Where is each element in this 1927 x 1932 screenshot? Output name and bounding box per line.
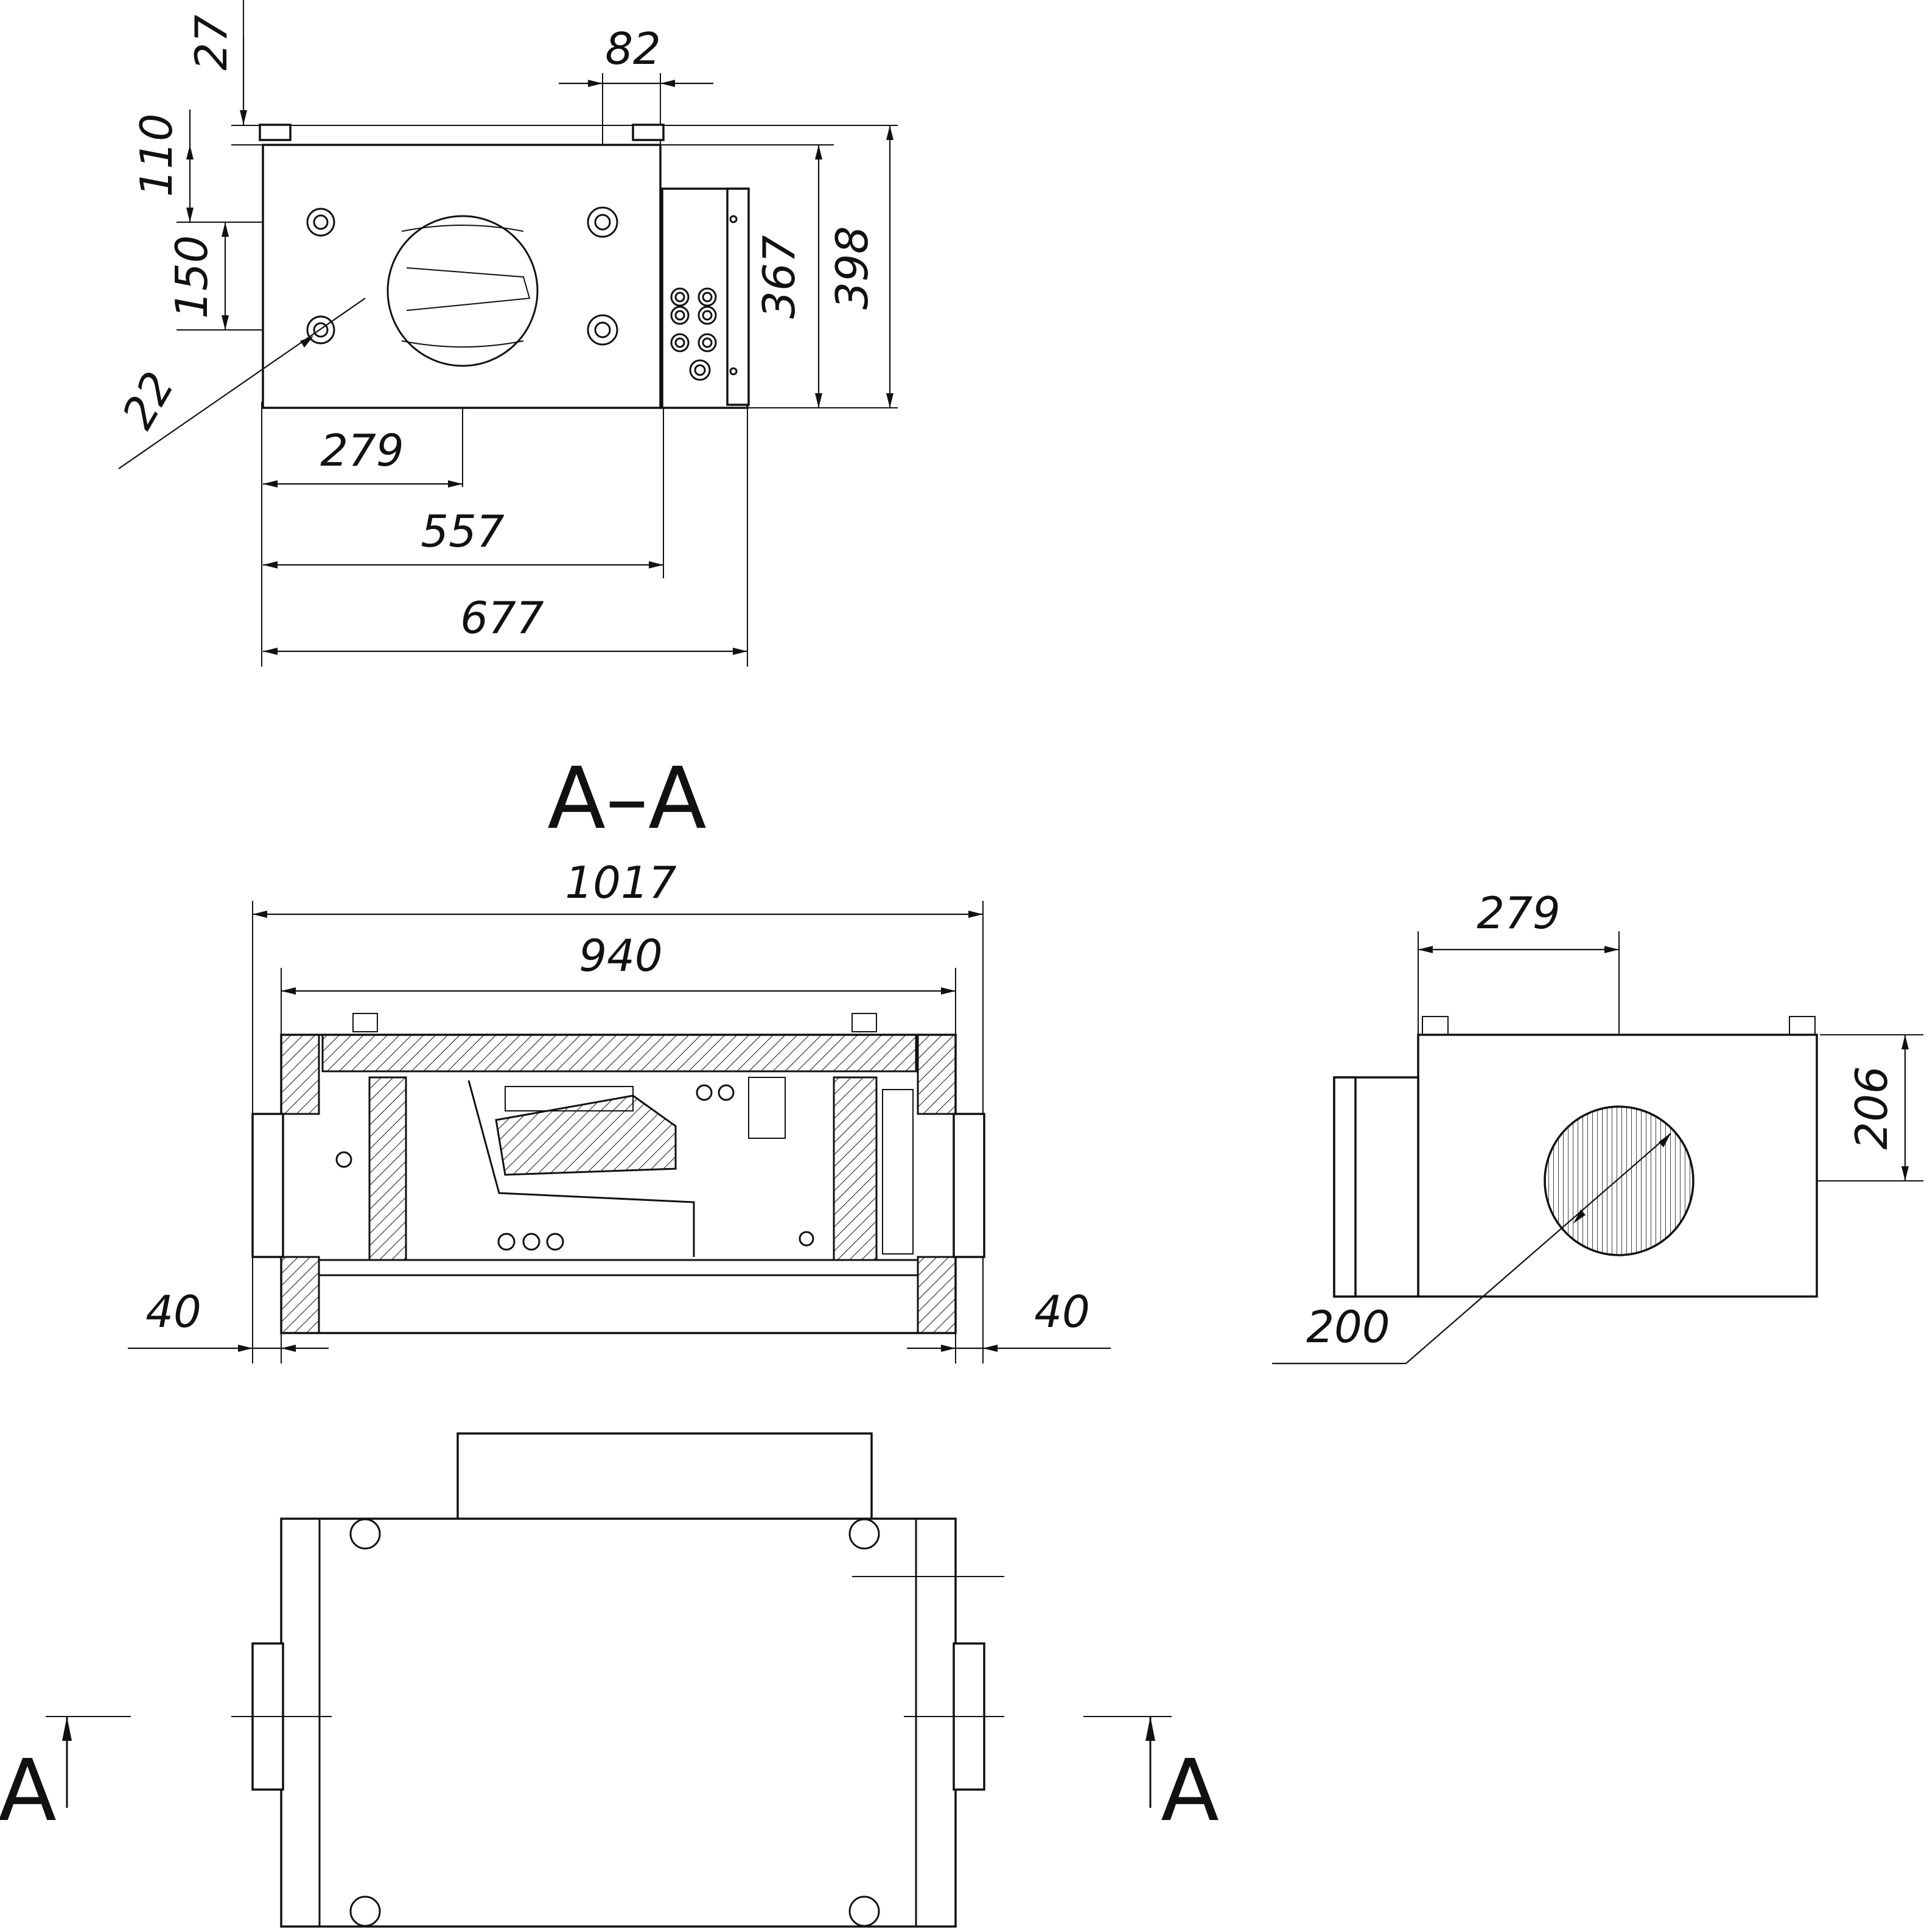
dim-279-top: 279 — [320, 425, 404, 476]
cable-glands — [670, 287, 717, 381]
insulation-right — [917, 1034, 957, 1115]
heat-exchanger — [833, 1076, 878, 1261]
mounting-studs — [306, 206, 618, 346]
dim-82: 82 — [605, 23, 661, 74]
dim-206: 206 — [1846, 1066, 1897, 1149]
dim-40-left: 40 — [145, 1286, 201, 1337]
cut-marker-right: A — [1161, 1741, 1219, 1841]
insulation-top — [321, 1034, 917, 1073]
dim-40-right: 40 — [1034, 1286, 1090, 1337]
insulation-left — [280, 1034, 320, 1115]
dim-110: 110 — [131, 113, 182, 197]
dim-677: 677 — [460, 592, 544, 643]
section-title: A–A — [547, 749, 707, 849]
dim-557: 557 — [421, 506, 505, 557]
insulation-right-bottom — [917, 1256, 957, 1334]
top-view: 27 82 110 150 22 367 398 279 557 677 — [112, 0, 898, 667]
dim-22: 22 — [112, 363, 184, 437]
dim-398: 398 — [827, 226, 878, 309]
dim-367: 367 — [754, 235, 805, 319]
dim-940: 940 — [579, 930, 662, 981]
duct-opening — [386, 215, 539, 367]
section-a-a: A–A 1017 940 40 40 — [128, 749, 1111, 1363]
dim-27: 27 — [186, 15, 237, 71]
side-view: 279 206 200 — [1272, 887, 1923, 1365]
dim-150: 150 — [166, 235, 217, 318]
duct-grille — [1544, 1105, 1694, 1256]
cut-marker-left: A — [0, 1741, 57, 1841]
dim-200: 200 — [1306, 1301, 1390, 1353]
dim-279-side: 279 — [1477, 887, 1560, 939]
filter-left — [368, 1076, 407, 1261]
fan-assembly — [495, 1094, 677, 1176]
insulation-left-bottom — [280, 1256, 320, 1334]
dim-1017: 1017 — [565, 857, 676, 908]
bottom-view: A A — [0, 1432, 1219, 1928]
